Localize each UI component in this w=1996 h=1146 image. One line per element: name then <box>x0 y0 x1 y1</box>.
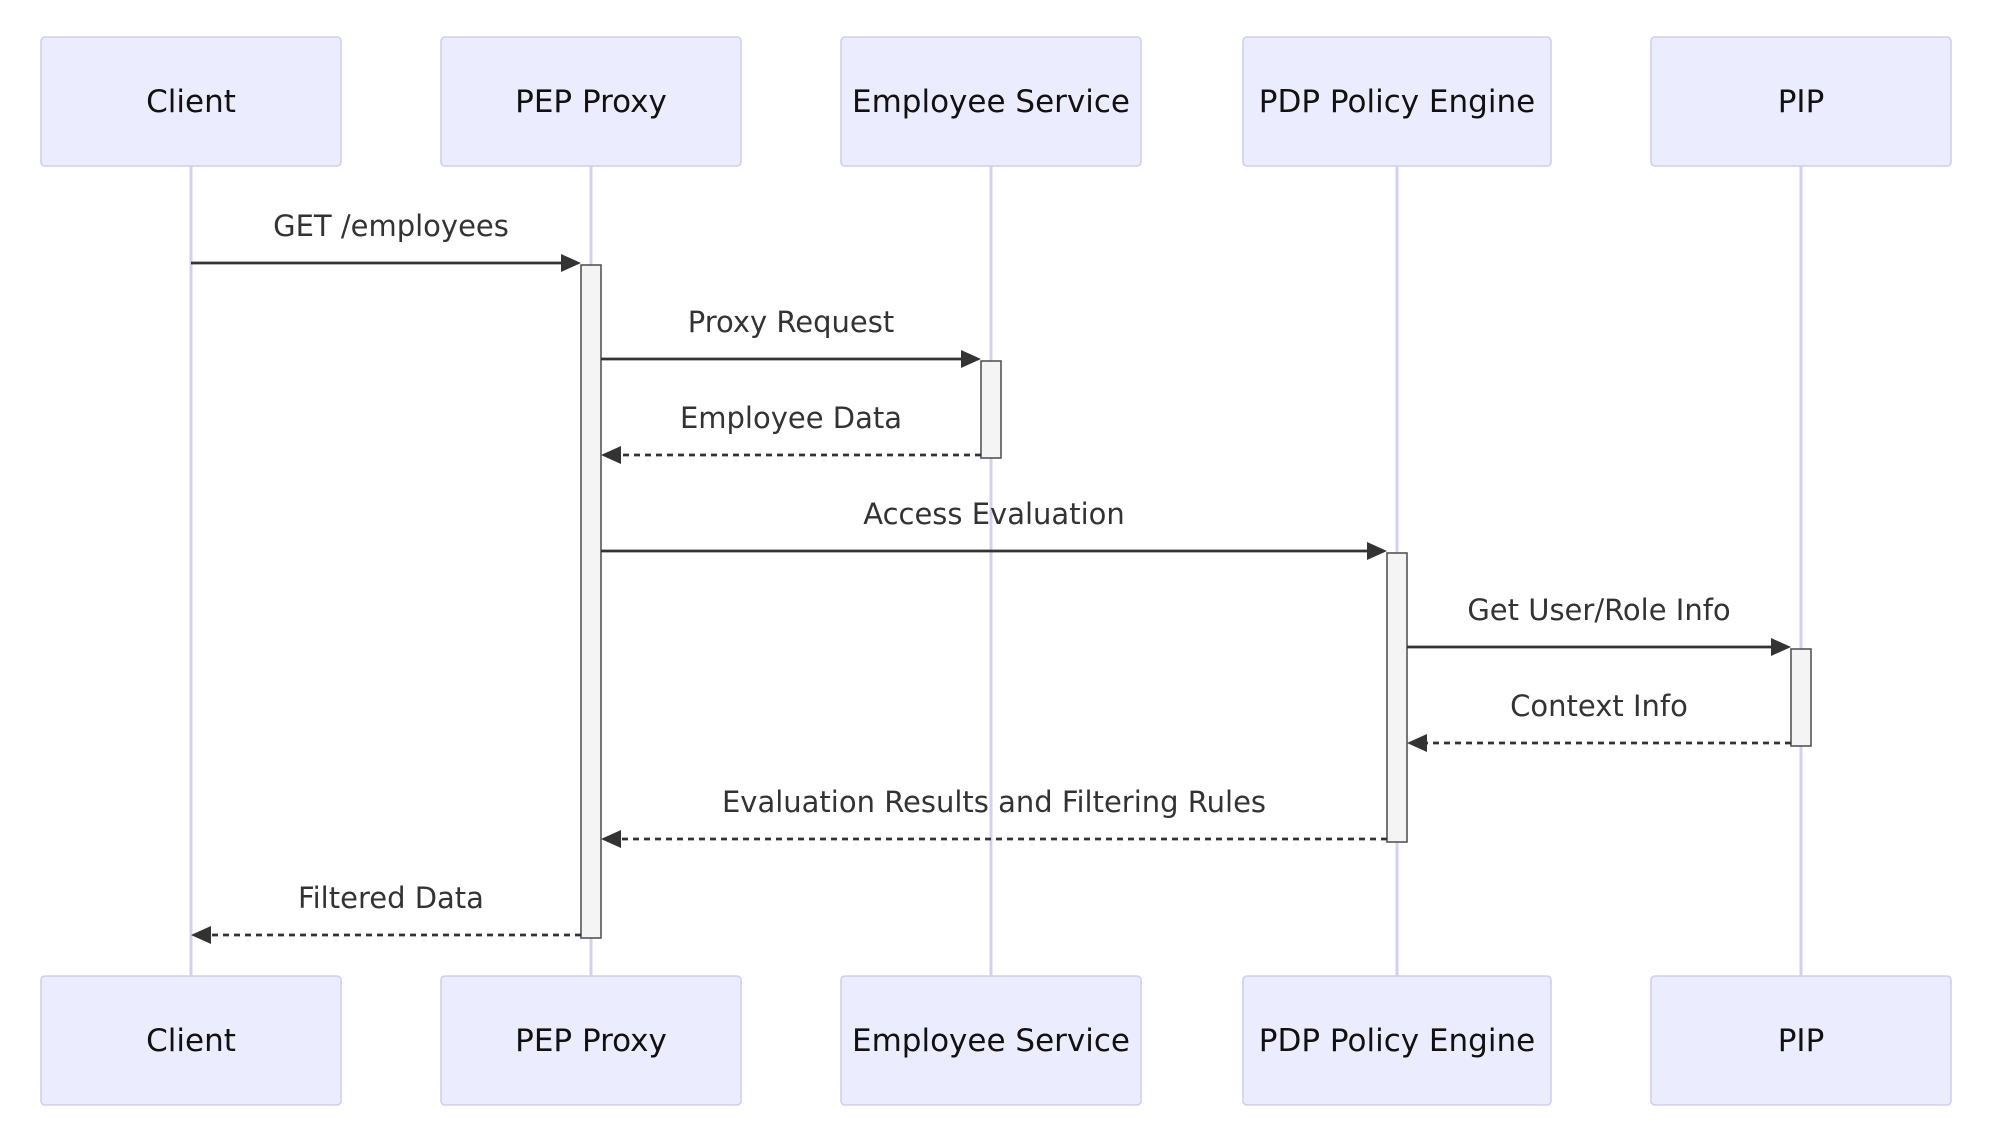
message-4: Access Evaluation <box>601 497 1387 560</box>
arrowhead-icon <box>1407 734 1427 752</box>
arrowhead-icon <box>1771 638 1791 656</box>
participant-label: PEP Proxy <box>515 1023 667 1059</box>
participant-employee-top: Employee Service <box>840 36 1142 167</box>
message-label: Context Info <box>1510 689 1688 723</box>
arrowhead-icon <box>561 254 581 272</box>
participant-box <box>1242 975 1552 1106</box>
activation-bars <box>580 264 1812 939</box>
participant-client-bottom: Client <box>40 975 342 1106</box>
participant-box <box>840 36 1142 167</box>
participant-label: Client <box>146 84 236 120</box>
participant-employee-bottom: Employee Service <box>840 975 1142 1106</box>
participant-box <box>1242 36 1552 167</box>
arrowhead-icon <box>961 350 981 368</box>
activation-bar-pep <box>580 264 602 939</box>
arrowhead-icon <box>191 926 211 944</box>
participant-pip-bottom: PIP <box>1650 975 1952 1106</box>
participant-box <box>40 975 342 1106</box>
message-label: Proxy Request <box>688 305 894 339</box>
participant-label: Employee Service <box>852 84 1130 120</box>
message-7: Evaluation Results and Filtering Rules <box>601 785 1387 848</box>
participant-box <box>1650 975 1952 1106</box>
participant-row-bottom: Client PEP Proxy Employee Service PDP Polic… <box>40 975 1952 1106</box>
message-3: Employee Data <box>601 401 981 464</box>
activation-bar-pip <box>1790 648 1812 747</box>
activation-bar-employee <box>980 360 1002 459</box>
message-label: Filtered Data <box>298 881 484 915</box>
message-label: Employee Data <box>680 401 902 435</box>
message-label: Get User/Role Info <box>1467 593 1730 627</box>
participant-pep-bottom: PEP Proxy <box>440 975 742 1106</box>
participant-box <box>440 975 742 1106</box>
arrowhead-icon <box>601 830 621 848</box>
message-2: Proxy Request <box>601 305 981 368</box>
participant-label: Client <box>146 1023 236 1059</box>
arrowhead-icon <box>1367 542 1387 560</box>
arrowhead-icon <box>601 446 621 464</box>
message-6: Context Info <box>1407 689 1791 752</box>
activation-bar-pdp <box>1386 552 1408 843</box>
participant-box <box>440 36 742 167</box>
participant-label: PDP Policy Engine <box>1259 1023 1535 1059</box>
participant-box <box>40 36 342 167</box>
participant-box <box>840 975 1142 1106</box>
message-label: Access Evaluation <box>863 497 1125 531</box>
participant-label: PDP Policy Engine <box>1259 84 1535 120</box>
participant-pdp-bottom: PDP Policy Engine <box>1242 975 1552 1106</box>
participant-client-top: Client <box>40 36 342 167</box>
message-label: Evaluation Results and Filtering Rules <box>722 785 1266 819</box>
participant-row-top: Client PEP Proxy Employee Service PDP Polic… <box>40 36 1952 167</box>
message-1: GET /employees <box>191 209 581 272</box>
participant-pep-top: PEP Proxy <box>440 36 742 167</box>
message-5: Get User/Role Info <box>1407 593 1791 656</box>
participant-label: PIP <box>1778 1023 1825 1059</box>
participant-label: Employee Service <box>852 1023 1130 1059</box>
participant-pip-top: PIP <box>1650 36 1952 167</box>
participant-label: PIP <box>1778 84 1825 120</box>
message-label: GET /employees <box>273 209 509 243</box>
participant-label: PEP Proxy <box>515 84 667 120</box>
lifelines <box>189 166 1803 976</box>
participant-pdp-top: PDP Policy Engine <box>1242 36 1552 167</box>
message-8: Filtered Data <box>191 881 581 944</box>
participant-box <box>1650 36 1952 167</box>
